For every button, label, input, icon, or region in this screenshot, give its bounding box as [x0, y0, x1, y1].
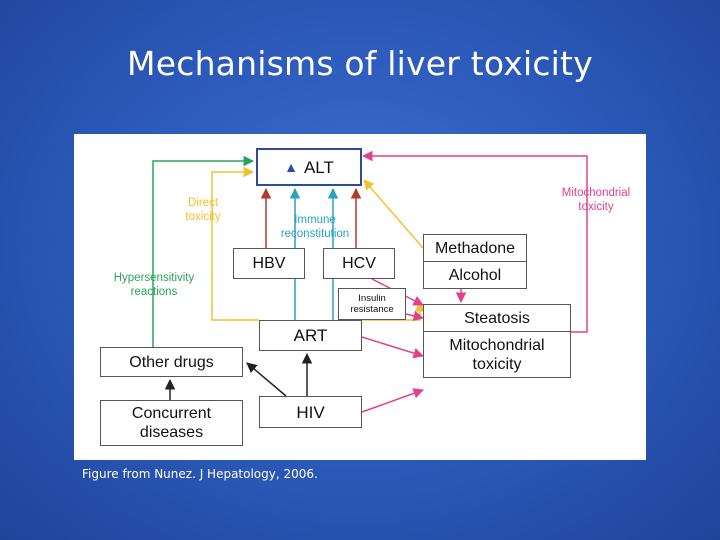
alt-label: ALT — [303, 157, 334, 177]
immune-reconstitution-label: Immune reconstitution — [280, 214, 350, 240]
connector-arrows — [152, 150, 588, 413]
slide-title: Mechanisms of liver toxicity — [127, 44, 593, 83]
methadone-label: Methadone — [424, 235, 526, 262]
direct-toxicity-arrow — [211, 166, 259, 321]
steatosis-mito-group: Steatosis Mitochondrial toxicity — [423, 304, 571, 378]
methadone-to-alt-arrow — [363, 179, 424, 249]
hiv-box: HIV — [259, 396, 362, 428]
alt-box: ▲ ALT — [256, 148, 362, 186]
hypersensitivity-arrow — [152, 155, 255, 348]
hiv-to-mito-arrow — [361, 388, 424, 413]
insulin-resistance-box: Insulin resistance — [338, 288, 406, 320]
hbv-box: HBV — [233, 248, 305, 279]
direct-toxicity-label: Direct toxicity — [185, 197, 221, 223]
mitochondrial-toxicity-arrow — [361, 150, 588, 333]
hcv-box: HCV — [323, 248, 395, 279]
hypersensitivity-reactions-label: Hypersensitivity reactions — [113, 272, 195, 298]
methadone-alcohol-group: Methadone Alcohol — [423, 234, 527, 289]
steatosis-label: Steatosis — [424, 305, 570, 332]
increase-up-arrow-icon: ▲ — [284, 158, 298, 175]
hiv-to-other-drugs-arrow — [246, 362, 287, 397]
art-box: ART — [259, 320, 362, 351]
concurrent-diseases-box: Concurrent diseases — [100, 400, 243, 446]
figure-caption: Figure from Nunez. J Hepatology, 2006. — [82, 467, 318, 481]
mitochondrial-toxicity-label: Mitochondrial toxicity — [449, 336, 545, 373]
art-to-mito-arrow — [361, 336, 425, 359]
other-drugs-box: Other drugs — [100, 347, 243, 377]
mitochondrial-toxicity-pathway-label: Mitochondrial toxicity — [561, 187, 631, 213]
liver-toxicity-diagram: ▲ ALT HBV HCV Methadone Alcohol Insulin … — [74, 134, 646, 460]
insulin-to-steatosis-arrow — [405, 310, 425, 321]
alcohol-label: Alcohol — [448, 266, 502, 284]
